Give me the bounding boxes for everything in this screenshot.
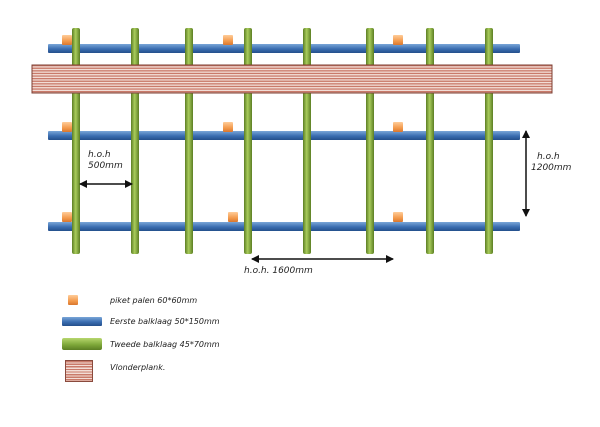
green-beam xyxy=(72,28,80,254)
dim-label-1200-line2: 1200mm xyxy=(531,163,572,173)
legend-item-post: piket palen 60*60mm xyxy=(62,292,322,312)
dim-label-1200-line1: h.o.h xyxy=(537,152,560,162)
blue-beam xyxy=(48,44,520,53)
blue-beam xyxy=(48,131,520,140)
legend-item-second-beam: Tweede balklaag 45*70mm xyxy=(62,336,322,356)
legend-label: Eerste balklaag 50*150mm xyxy=(110,317,220,326)
green-beam-swatch xyxy=(62,338,102,350)
legend-item-first-beam: Eerste balklaag 50*150mm xyxy=(62,313,322,333)
green-beam xyxy=(303,28,311,254)
posts xyxy=(62,35,403,222)
blue-beam xyxy=(48,222,520,231)
green-beam xyxy=(366,28,374,254)
post xyxy=(393,212,403,222)
dim-label-500-line1: h.o.h xyxy=(88,150,111,160)
green-beam xyxy=(426,28,434,254)
post xyxy=(228,212,238,222)
blue-beam-swatch xyxy=(62,317,102,326)
post xyxy=(62,212,72,222)
dim-label-1600: h.o.h. 1600mm xyxy=(244,266,313,276)
decking-plank xyxy=(31,64,553,94)
legend-label: piket palen 60*60mm xyxy=(110,296,198,305)
legend-label: Tweede balklaag 45*70mm xyxy=(110,340,220,349)
green-beam xyxy=(131,28,139,254)
post xyxy=(62,35,72,45)
post xyxy=(223,35,233,45)
legend-label: Vlonderplank. xyxy=(110,363,166,372)
plank-swatch xyxy=(65,360,93,382)
post xyxy=(223,122,233,132)
green-beam xyxy=(485,28,493,254)
post xyxy=(62,122,72,132)
post xyxy=(393,35,403,45)
post-swatch xyxy=(68,295,78,305)
post xyxy=(393,122,403,132)
dim-label-500: h.o.h 500mm xyxy=(88,150,123,172)
green-beam xyxy=(244,28,252,254)
first-beam-layer xyxy=(48,44,520,231)
legend-item-plank: Vlonderplank. xyxy=(62,360,322,382)
second-beam-layer xyxy=(72,28,493,254)
dim-label-1200: h.o.h 1200mm xyxy=(531,152,571,174)
dim-label-500-line2: 500mm xyxy=(88,161,123,171)
green-beam xyxy=(185,28,193,254)
